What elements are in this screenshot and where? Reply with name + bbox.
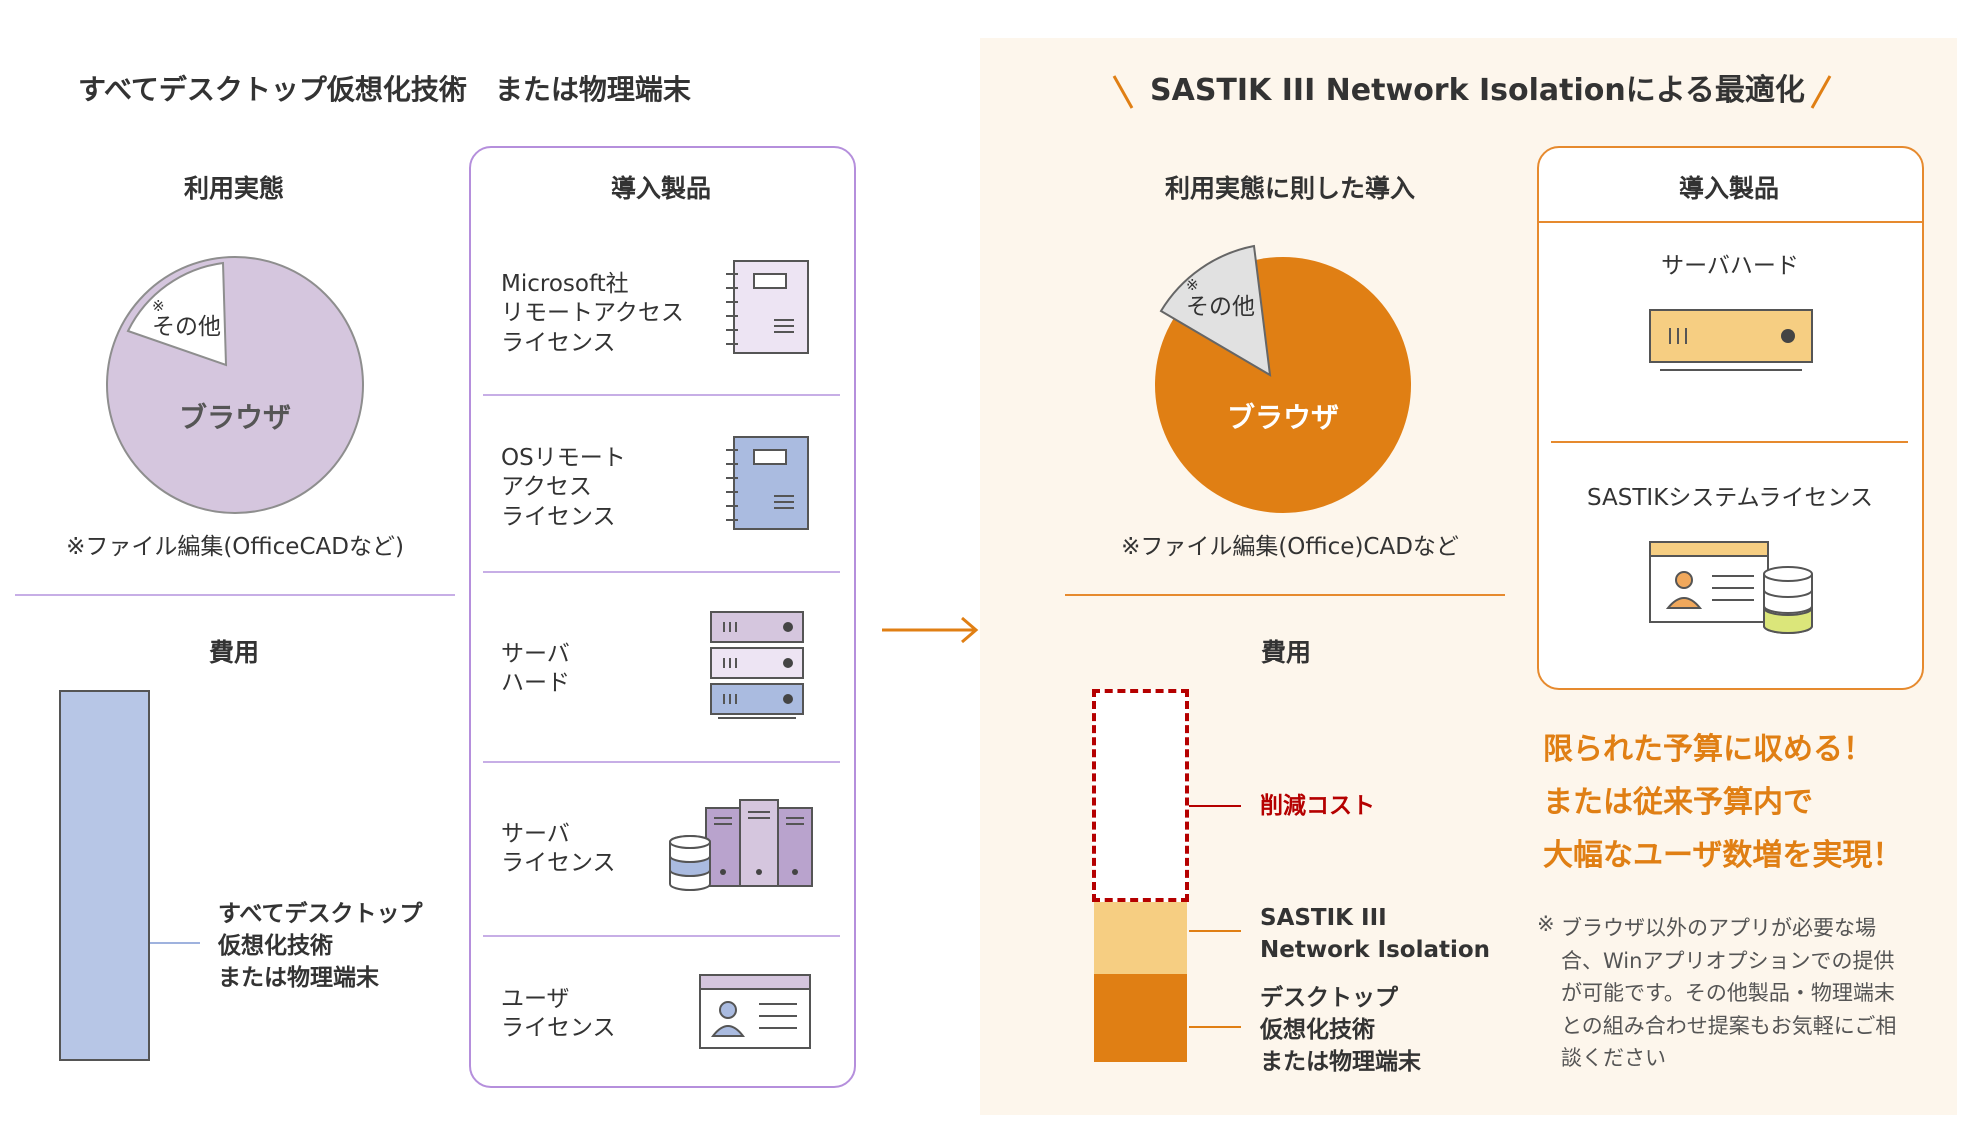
reduced-cost-label: 削減コスト [1260, 793, 1375, 819]
sastik-cost-label: SASTIK III Network Isolation [1260, 905, 1491, 964]
title-slash-right-icon [1810, 75, 1832, 109]
product-item-label: Microsoft社 リモートアクセス ライセンス [501, 271, 684, 356]
user-card-icon [699, 974, 811, 1049]
pie-slice-browser [106, 256, 364, 514]
right-usage-pie [1155, 244, 1411, 513]
product-item-label: OSリモート アクセス ライセンス [501, 445, 626, 530]
left-products-divider-3 [483, 761, 840, 763]
desktop-cost-segment [1094, 974, 1187, 1062]
product-item-label: サーバ ライセンス [501, 821, 616, 877]
left-usage-pie [106, 256, 364, 514]
right-pie-other-mark: ※ [1186, 276, 1199, 294]
right-pie-browser-label: ブラウザ [1226, 401, 1339, 434]
left-products-divider-4 [483, 935, 840, 937]
server-box-icon [1649, 309, 1813, 371]
left-products-divider-1 [483, 394, 840, 396]
left-title: すべてデスクトップ仮想化技術 または物理端末 [78, 73, 691, 106]
sastik-cost-segment [1094, 902, 1187, 974]
desktop-cost-label: デスクトップ 仮想化技術 または物理端末 [1260, 985, 1421, 1076]
left-pie-browser-label: ブラウザ [178, 401, 291, 434]
right-usage-heading: 利用実態に則した導入 [1164, 174, 1415, 203]
left-cost-bar-label: すべてデスクトップ 仮想化技術 または物理端末 [218, 901, 423, 992]
left-usage-note: ※ファイル編集(OfficeCADなど) [66, 534, 404, 560]
product-item-label: ユーザ ライセンス [501, 986, 616, 1042]
left-cost-bar-leader [150, 942, 200, 944]
left-usage-heading: 利用実態 [183, 174, 284, 203]
left-cost-bar [59, 690, 150, 1061]
reduced-cost-leader [1189, 805, 1241, 807]
footnote-mark: ※ [1537, 912, 1555, 936]
notebook-icon [726, 260, 809, 354]
right-usage-note: ※ファイル編集(Office)CADなど [1121, 534, 1459, 560]
server-rack-icon [710, 611, 804, 719]
sastik-cost-leader [1189, 930, 1241, 932]
right-title: SASTIK III Network Isolationによる最適化 [1150, 73, 1805, 108]
product-item-label: サーバ ハード [501, 641, 570, 697]
license-database-icon [1649, 541, 1813, 634]
right-products-heading: 導入製品 [1678, 174, 1779, 203]
right-product-label: SASTIKシステムライセンス [1587, 485, 1873, 511]
right-divider [1065, 594, 1505, 596]
footnote-text: ブラウザ以外のアプリが必要な場 合、Winアプリオプションでの提供 が可能です。… [1561, 916, 1897, 1071]
right-cost-heading: 費用 [1260, 638, 1311, 667]
right-products-divider [1551, 441, 1908, 443]
arrow-right-icon [882, 616, 979, 644]
notebook-icon [726, 436, 809, 530]
right-product-label: サーバハード [1661, 253, 1799, 279]
reduced-cost-segment [1092, 689, 1189, 902]
left-divider [15, 594, 455, 596]
title-slash-left-icon [1112, 75, 1134, 109]
server-license-icon [669, 799, 813, 891]
left-products-heading: 導入製品 [610, 174, 711, 203]
pie-slice-other [1159, 244, 1272, 377]
left-pie-other-label: その他 [152, 314, 221, 340]
left-pie-other-mark: ※ [152, 297, 165, 315]
left-cost-heading: 費用 [208, 638, 259, 667]
right-pie-other-label: その他 [1186, 294, 1255, 320]
pie-slice-other [126, 261, 228, 367]
highlight-message: 限られた予算に収める！ または従来予算内で 大幅なユーザ数増を実現！ [1543, 732, 1903, 873]
right-products-header-line [1539, 221, 1922, 223]
desktop-cost-leader [1189, 1026, 1241, 1028]
left-products-divider-2 [483, 571, 840, 573]
